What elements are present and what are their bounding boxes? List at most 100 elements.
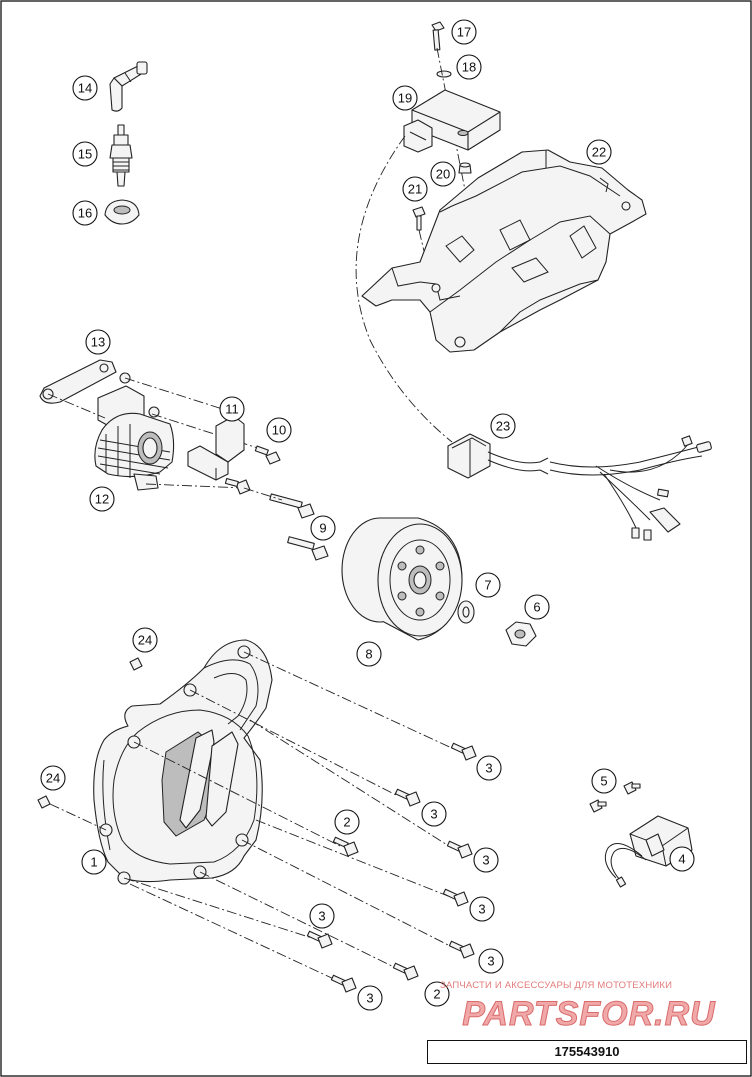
- screw-3-a: [450, 742, 477, 761]
- svg-text:2: 2: [343, 815, 350, 830]
- stator-cable-bracket: [39, 359, 117, 404]
- callout-21: 21: [402, 176, 428, 202]
- bushing-20: [458, 162, 472, 174]
- nut-6: [505, 621, 537, 647]
- svg-text:10: 10: [272, 423, 286, 438]
- callout-8: 8: [356, 641, 382, 667]
- callout-12: 12: [89, 486, 115, 512]
- callout-22: 22: [586, 139, 612, 165]
- callout-3a: 3: [476, 755, 502, 781]
- svg-text:22: 22: [592, 145, 606, 160]
- svg-text:18: 18: [462, 60, 476, 75]
- svg-text:17: 17: [457, 25, 471, 40]
- svg-text:6: 6: [533, 600, 540, 615]
- svg-text:23: 23: [496, 419, 510, 434]
- callout-10: 10: [266, 417, 292, 443]
- callout-3c: 3: [473, 847, 499, 873]
- svg-text:20: 20: [436, 167, 450, 182]
- callout-3d: 3: [469, 896, 495, 922]
- svg-text:9: 9: [319, 521, 326, 536]
- svg-text:3: 3: [487, 954, 494, 969]
- washer-7: [457, 600, 475, 624]
- screw-21: [412, 206, 426, 231]
- screw-3-d: [442, 888, 469, 907]
- callout-24b: 24: [40, 765, 66, 791]
- plug-24-upper: [129, 657, 143, 671]
- svg-text:1: 1: [90, 855, 97, 870]
- screw-2-a: [332, 836, 359, 857]
- svg-text:11: 11: [225, 402, 239, 417]
- callout-20: 20: [430, 161, 456, 187]
- ignition-cover: [93, 639, 273, 885]
- screw-3-c: [446, 840, 473, 859]
- callout-14: 14: [72, 75, 98, 101]
- svg-text:24: 24: [138, 633, 152, 648]
- watermark-tagline: ЗАПЧАСТИ И АКСЕССУАРЫ ДЛЯ МОТОТЕХНИКИ: [440, 980, 673, 991]
- rubber-grommet: [104, 199, 140, 225]
- callout-6: 6: [524, 594, 550, 620]
- svg-text:12: 12: [95, 492, 109, 507]
- callout-9: 9: [310, 515, 336, 541]
- screw-5-a: [623, 781, 641, 795]
- callout-16: 16: [72, 200, 98, 226]
- svg-text:5: 5: [600, 774, 607, 789]
- cdi-holder-bracket: [361, 149, 647, 353]
- screw-3-g: [330, 974, 357, 993]
- svg-text:3: 3: [430, 807, 437, 822]
- screw-3-b: [394, 788, 421, 807]
- callout-11: 11: [219, 396, 245, 422]
- plug-24-lower: [37, 795, 51, 809]
- svg-text:3: 3: [482, 853, 489, 868]
- cable-clamp: [187, 415, 245, 481]
- callout-3g: 3: [357, 985, 383, 1011]
- watermark-logo-text: PARTSFOR.RU: [462, 995, 716, 1033]
- callout-5: 5: [591, 768, 617, 794]
- svg-text:2: 2: [433, 987, 440, 1002]
- svg-text:24: 24: [46, 771, 60, 786]
- callout-2a: 2: [334, 809, 360, 835]
- svg-text:3: 3: [485, 761, 492, 776]
- callout-18: 18: [456, 54, 482, 80]
- svg-text:15: 15: [78, 147, 92, 162]
- callout-3b: 3: [421, 801, 447, 827]
- svg-text:3: 3: [318, 909, 325, 924]
- svg-text:21: 21: [408, 182, 422, 197]
- screw-2-b: [392, 962, 419, 981]
- svg-text:14: 14: [78, 81, 92, 96]
- screw-9-upper: [269, 493, 315, 519]
- callout-15: 15: [72, 141, 98, 167]
- screw-10: [254, 445, 281, 465]
- callout-23: 23: [490, 413, 516, 439]
- svg-text:19: 19: [398, 91, 412, 106]
- svg-text:7: 7: [484, 578, 491, 593]
- callout-3f: 3: [478, 948, 504, 974]
- svg-text:8: 8: [365, 647, 372, 662]
- callout-4: 4: [669, 846, 695, 872]
- svg-text:16: 16: [78, 206, 92, 221]
- screw-5-b: [589, 799, 607, 813]
- diagram-number: 175543910: [427, 1040, 747, 1064]
- spark-plug-cap: [109, 61, 148, 112]
- callout-2b: 2: [424, 981, 450, 1007]
- wiring-harness: [447, 433, 712, 541]
- callout-13: 13: [85, 329, 111, 355]
- screw-9-lower: [287, 536, 329, 561]
- screw-3-e: [306, 930, 333, 949]
- cdi-module: [403, 89, 501, 153]
- watermark-logo: PARTSFOR.RU: [462, 995, 716, 1034]
- svg-text:13: 13: [91, 335, 105, 350]
- callout-1: 1: [81, 849, 107, 875]
- callout-19: 19: [392, 85, 418, 111]
- callout-24a: 24: [132, 627, 158, 653]
- stator: [94, 372, 175, 491]
- callout-17: 17: [451, 19, 477, 45]
- svg-text:3: 3: [366, 991, 373, 1006]
- stator-screw: [224, 477, 251, 495]
- screw-3-f: [448, 940, 475, 959]
- washer-18: [436, 70, 452, 78]
- flywheel-rotor: [341, 517, 463, 641]
- callout-7: 7: [475, 572, 501, 598]
- spark-plug: [109, 124, 133, 187]
